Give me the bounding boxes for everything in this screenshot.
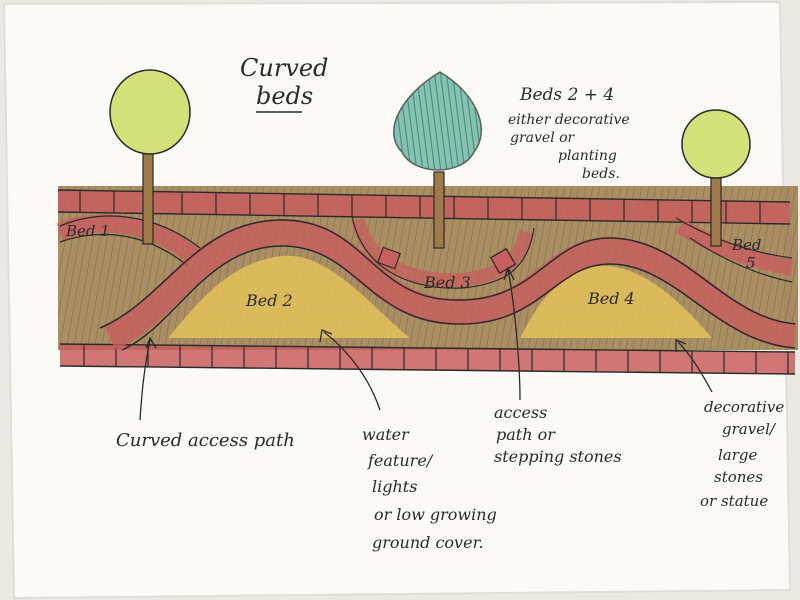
bed-1-label: Bed 1	[65, 222, 110, 240]
gravel-annotation-line-3: large	[718, 446, 758, 464]
water-annotation-line-1: water	[362, 425, 410, 444]
water-annotation-line-5: ground cover.	[372, 533, 484, 552]
sketch-title-line-2: beds	[256, 82, 313, 110]
bed-5-label-line-1: Bed	[731, 236, 762, 254]
bed-2-area	[168, 255, 410, 338]
water-arrow	[323, 331, 381, 411]
round-tree-left	[109, 69, 191, 245]
note-line-1: Beds 2 + 4	[519, 85, 614, 105]
access-arrow	[507, 269, 521, 401]
bed-3-label: Bed 3	[423, 273, 471, 292]
note-line-4: planting	[558, 148, 617, 164]
path-arrow	[139, 339, 151, 421]
bed-4-label: Bed 4	[587, 289, 635, 308]
access-annotation-line-1: access	[494, 403, 547, 422]
gravel-annotation-line-4: stones	[714, 468, 763, 486]
water-annotation-line-4: or low growing	[374, 505, 497, 524]
bed-1-corner-curve	[56, 214, 200, 264]
note-line-2: either decorative	[508, 112, 630, 128]
curved-access-path	[99, 218, 797, 351]
bed-3-arc	[351, 218, 533, 288]
gravel-annotation-line-1: decorative	[704, 398, 784, 416]
water-annotation-line-3: lights	[372, 477, 417, 496]
water-annotation-line-2: feature/	[367, 451, 434, 470]
access-annotation-line-3: stepping stones	[494, 447, 622, 466]
gravel-annotation-line-2: gravel/	[722, 420, 777, 438]
sketch-title-line-1: Curved	[240, 54, 328, 82]
note-line-5: beds.	[582, 166, 620, 182]
gravel-arrow	[677, 341, 713, 393]
round-tree-right	[681, 109, 751, 247]
gravel-annotation-line-5: or statue	[700, 492, 768, 510]
access-annotation-line-2: path or	[496, 425, 556, 444]
bed-5-corner-curve	[675, 219, 794, 276]
path-annotation: Curved access path	[116, 430, 295, 451]
bed-4-area	[520, 265, 712, 338]
bed-2-label: Bed 2	[245, 291, 293, 310]
bottom-brick-wall	[59, 343, 796, 375]
bed-5-label-line-2: 5	[746, 254, 756, 272]
note-line-3: gravel or	[510, 130, 576, 146]
top-brick-wall	[57, 189, 791, 225]
